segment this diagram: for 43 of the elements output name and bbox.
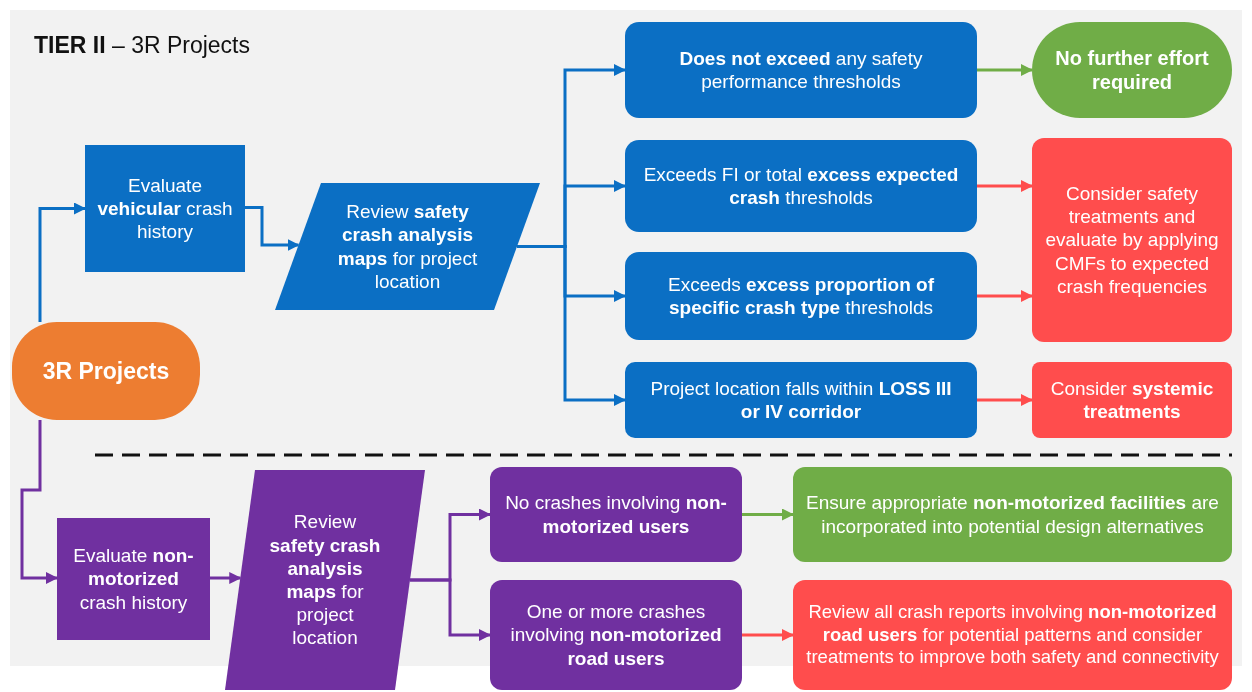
node-text: Consider systemic treatments xyxy=(1049,376,1215,424)
node-text: One or more crashes involving non-motorized road users xyxy=(509,600,723,670)
arrow xyxy=(742,629,794,641)
node-text: 3R Projects xyxy=(42,356,170,385)
condition-box xyxy=(625,22,977,118)
arrow xyxy=(38,202,86,322)
action-box xyxy=(793,580,1232,690)
arrow xyxy=(410,578,491,641)
node-text: Review all crash reports involving non-motorized road users for potential patterns and consider treatments to improve both safety and connectivity xyxy=(805,601,1220,669)
condition-box xyxy=(625,252,977,340)
diagram-title: TIER II – 3R Projects xyxy=(34,32,250,59)
condition-box xyxy=(625,140,977,232)
process-box xyxy=(85,145,245,272)
node-text: Evaluate vehicular crash history xyxy=(96,173,234,244)
data-parallelogram xyxy=(225,470,425,690)
action-box xyxy=(1032,362,1232,438)
node-text: Review safety crash analysis maps for project location xyxy=(269,510,381,650)
arrow xyxy=(977,394,1033,406)
condition-box xyxy=(625,362,977,438)
process-box xyxy=(57,518,210,640)
arrow xyxy=(20,420,58,584)
node-text: Project location falls within LOSS III or IV corridor xyxy=(649,376,953,424)
arrow xyxy=(977,64,1033,76)
node-text: Review safety crash analysis maps for project location xyxy=(336,200,479,293)
arrow xyxy=(210,572,242,584)
arrow xyxy=(977,180,1033,192)
condition-box xyxy=(490,580,742,690)
arrow xyxy=(245,206,300,251)
arrow xyxy=(977,290,1033,302)
node-text: No further effort required xyxy=(1054,45,1210,95)
condition-box xyxy=(490,467,742,562)
arrow xyxy=(742,508,794,521)
action-box xyxy=(1032,138,1232,342)
data-parallelogram xyxy=(275,183,540,310)
node-text: Does not exceed any safety performance thresholds xyxy=(678,46,924,94)
action-box xyxy=(793,467,1232,562)
node-text: No crashes involving non-motorized users xyxy=(504,491,728,538)
node-text: Ensure appropriate non-motorized facilities are incorporated into potential design alternatives xyxy=(805,491,1220,538)
node-text: Consider safety treatments and evaluate by applying CMFs to expected crash frequencies xyxy=(1044,182,1220,298)
node-text: Evaluate non-motorized crash history xyxy=(72,544,195,614)
start-terminal xyxy=(12,322,200,420)
node-text: Exceeds FI or total excess expected crash thresholds xyxy=(642,162,960,210)
node-text: Exceeds excess proportion of specific crash type thresholds xyxy=(666,272,936,320)
